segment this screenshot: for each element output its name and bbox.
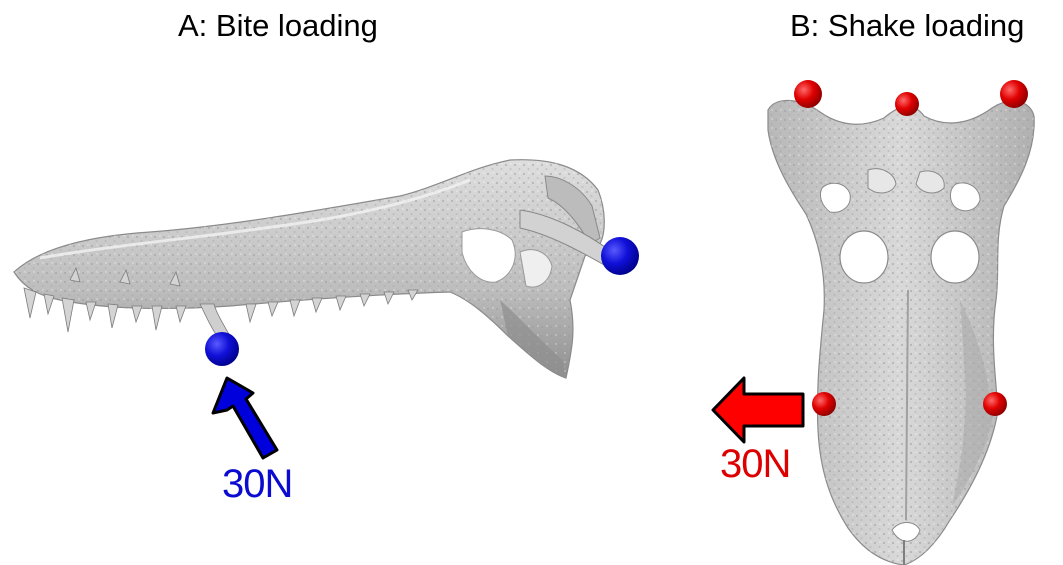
shake-load-marker-right bbox=[983, 392, 1007, 416]
shake-constraint-marker-3 bbox=[1000, 80, 1028, 108]
bite-force-arrow bbox=[213, 378, 277, 458]
jaw-joint-marker bbox=[601, 237, 639, 275]
skull-lateral bbox=[14, 160, 612, 378]
shake-constraint-marker-2 bbox=[895, 92, 919, 116]
shake-load-marker-left bbox=[812, 392, 836, 416]
bite-point-marker bbox=[205, 332, 239, 366]
skull-dorsal bbox=[768, 100, 1034, 565]
shake-force-label: 30N bbox=[720, 442, 790, 487]
shake-constraint-marker-1 bbox=[794, 80, 822, 108]
bite-force-label: 30N bbox=[222, 462, 292, 507]
shake-force-arrow bbox=[713, 378, 803, 442]
